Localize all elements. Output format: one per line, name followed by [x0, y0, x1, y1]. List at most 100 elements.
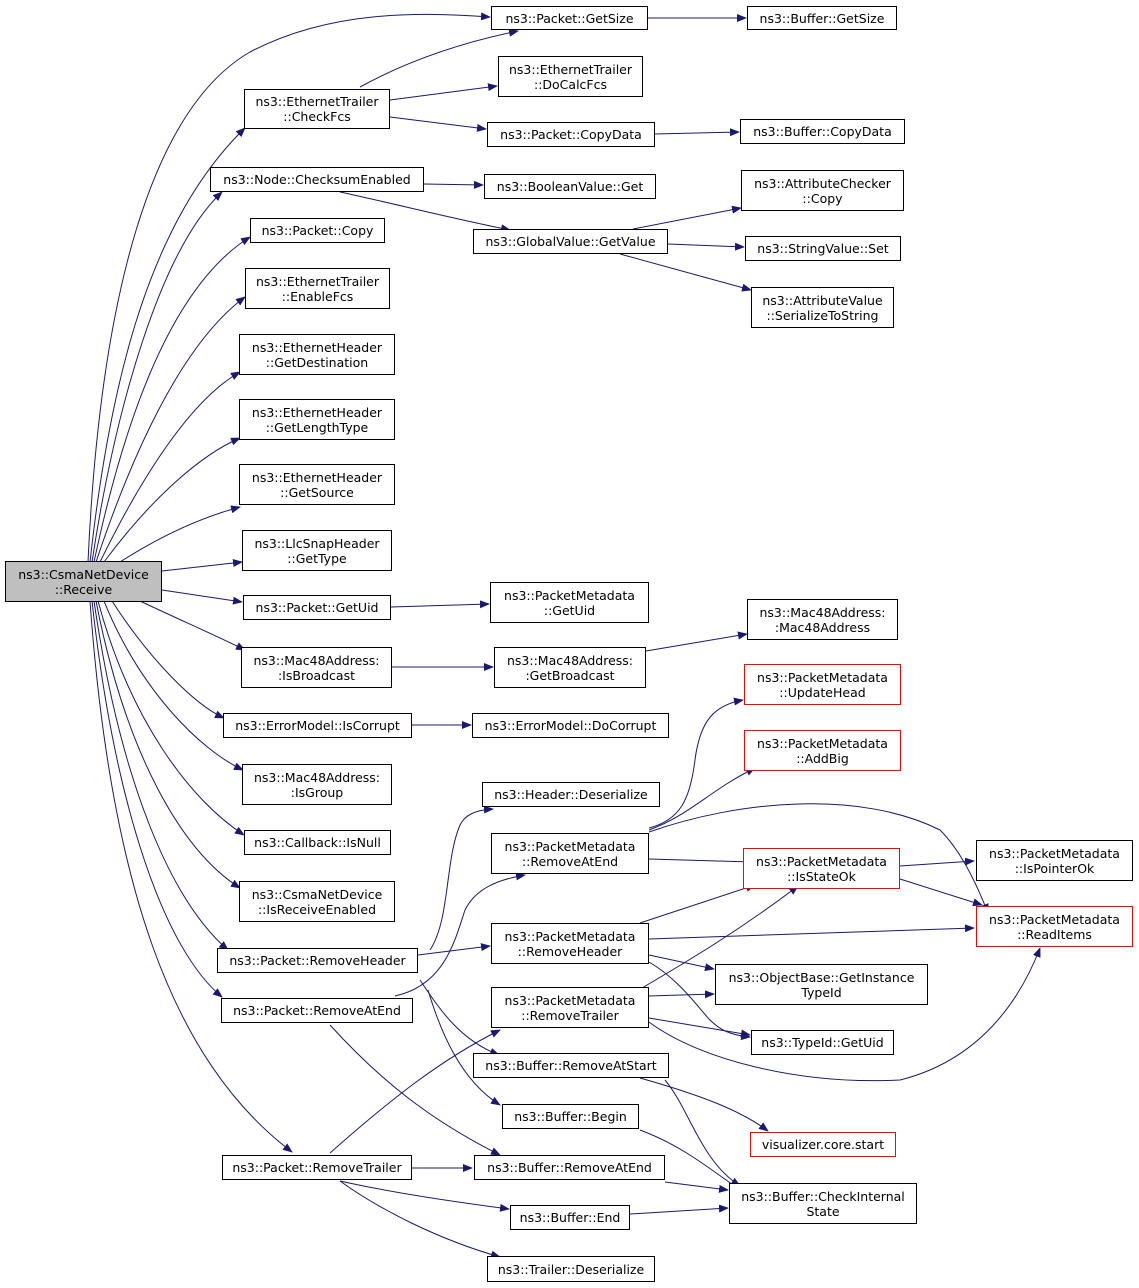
node-packet-getsize[interactable]: ns3::Packet::GetSize	[491, 6, 648, 30]
edge	[339, 191, 511, 233]
node-mac48address-isbroadcast[interactable]: ns3::Mac48Address: :IsBroadcast	[241, 647, 392, 688]
edge	[639, 1129, 741, 1191]
edge	[91, 191, 223, 563]
edge	[89, 127, 246, 563]
node-node-checksumenabled[interactable]: ns3::Node::ChecksumEnabled	[210, 167, 424, 192]
edge	[111, 600, 225, 719]
edge	[97, 600, 245, 836]
node-packetmetadata-removetrailer[interactable]: ns3::PacketMetadata ::RemoveTrailer	[491, 987, 649, 1028]
node-attributechecker-copy[interactable]: ns3::AttributeChecker ::Copy	[741, 170, 904, 211]
node-packetmetadata-isstateok[interactable]: ns3::PacketMetadata ::IsStateOk	[743, 848, 900, 889]
edge	[329, 1024, 501, 1156]
edge	[99, 371, 241, 563]
edge	[119, 505, 241, 563]
edge	[648, 990, 715, 999]
node-header-deserialize[interactable]: ns3::Header::Deserialize	[482, 782, 660, 807]
edge	[645, 631, 748, 652]
edge	[389, 116, 487, 132]
node-packetmetadata-getuid[interactable]: ns3::PacketMetadata ::GetUid	[490, 582, 649, 623]
edge	[93, 600, 229, 951]
edge	[161, 589, 243, 605]
edge	[619, 253, 752, 292]
node-llcsnapheader-gettype[interactable]: ns3::LlcSnapHeader ::GetType	[242, 530, 392, 571]
node-buffer-begin[interactable]: ns3::Buffer::Begin	[502, 1104, 639, 1129]
node-csmanetdevice-isreceiveenabled[interactable]: ns3::CsmaNetDevice ::IsReceiveEnabled	[239, 881, 395, 922]
node-callback-isnull[interactable]: ns3::Callback::IsNull	[244, 830, 391, 855]
edge	[139, 600, 246, 651]
node-visualizer-core-start[interactable]: visualizer.core.start	[750, 1132, 896, 1157]
node-packet-removeheader[interactable]: ns3::Packet::RemoveHeader	[217, 948, 418, 973]
edge	[639, 884, 756, 924]
edge	[389, 83, 498, 101]
node-attributevalue-serializetostring[interactable]: ns3::AttributeValue ::SerializeToString	[751, 287, 894, 328]
edge	[664, 1181, 729, 1193]
node-trailer-deserialize[interactable]: ns3::Trailer::Deserialize	[487, 1256, 655, 1282]
node-errormodel-iscorrupt[interactable]: ns3::ErrorModel::IsCorrupt	[223, 713, 412, 738]
edge	[95, 600, 241, 889]
edge	[87, 12, 491, 563]
edge	[648, 803, 989, 914]
edge	[95, 296, 246, 563]
edge	[648, 924, 975, 940]
node-ethernettrailer-enablefcs[interactable]: ns3::EthernetTrailer ::EnableFcs	[245, 268, 390, 309]
node-buffer-removeatstart[interactable]: ns3::Buffer::RemoveAtStart	[473, 1053, 669, 1078]
node-mac48address-ctor[interactable]: ns3::Mac48Address: :Mac48Address	[747, 599, 898, 640]
node-packetmetadata-ispointerok[interactable]: ns3::PacketMetadata ::IsPointerOk	[976, 840, 1133, 881]
node-globalvalue-getvalue[interactable]: ns3::GlobalValue::GetValue	[473, 229, 668, 254]
edge	[664, 1079, 741, 1187]
node-ethernettrailer-checkfcs[interactable]: ns3::EthernetTrailer ::CheckFcs	[244, 89, 390, 129]
node-ethernettrailer-docalcfcs[interactable]: ns3::EthernetTrailer ::DoCalcFcs	[498, 56, 643, 97]
node-packetmetadata-addbig[interactable]: ns3::PacketMetadata ::AddBig	[744, 730, 901, 771]
edge	[419, 979, 500, 1056]
edge	[654, 128, 740, 137]
node-stringvalue-set[interactable]: ns3::StringValue::Set	[745, 236, 901, 261]
node-ethernetheader-getlengthtype[interactable]: ns3::EthernetHeader ::GetLengthType	[239, 399, 395, 440]
node-errormodel-docorrupt[interactable]: ns3::ErrorModel::DoCorrupt	[472, 713, 669, 738]
edge	[667, 242, 745, 251]
node-ethernetheader-getdestination[interactable]: ns3::EthernetHeader ::GetDestination	[239, 334, 395, 375]
edge	[639, 1077, 769, 1132]
edge	[648, 697, 744, 829]
node-ethernetheader-getsource[interactable]: ns3::EthernetHeader ::GetSource	[239, 464, 395, 505]
node-packet-copydata[interactable]: ns3::Packet::CopyData	[487, 122, 655, 147]
node-mac48address-getbroadcast[interactable]: ns3::Mac48Address: :GetBroadcast	[494, 647, 646, 688]
node-packetmetadata-removeheader[interactable]: ns3::PacketMetadata ::RemoveHeader	[491, 923, 649, 964]
edge	[417, 943, 491, 956]
edge	[91, 600, 223, 998]
edge	[629, 885, 799, 996]
edge	[93, 236, 251, 563]
node-packet-removeatend[interactable]: ns3::Packet::RemoveAtEnd	[221, 998, 413, 1023]
edge	[339, 1180, 501, 1259]
edge	[899, 878, 983, 907]
edge	[648, 767, 756, 831]
edge	[648, 1017, 751, 1038]
node-packetmetadata-updatehead[interactable]: ns3::PacketMetadata ::UpdateHead	[744, 664, 901, 705]
node-typeid-getuid[interactable]: ns3::TypeId::GetUid	[751, 1030, 894, 1055]
node-packetmetadata-removeatend[interactable]: ns3::PacketMetadata ::RemoveAtEnd	[491, 833, 649, 874]
node-packet-getuid[interactable]: ns3::Packet::GetUid	[243, 595, 391, 620]
edge	[429, 805, 494, 951]
node-csmanetdevice-receive[interactable]: ns3::CsmaNetDevice ::Receive	[5, 561, 162, 602]
edge	[648, 947, 1041, 1082]
node-mac48address-isgroup[interactable]: ns3::Mac48Address: :IsGroup	[242, 764, 392, 805]
edge	[161, 559, 243, 572]
node-buffer-getsize[interactable]: ns3::Buffer::GetSize	[747, 6, 897, 30]
node-packet-removetrailer[interactable]: ns3::Packet::RemoveTrailer	[222, 1155, 412, 1180]
edge	[427, 989, 501, 1106]
node-buffer-checkinternalstate[interactable]: ns3::Buffer::CheckInternal State	[729, 1183, 917, 1224]
edge	[648, 961, 751, 1041]
edge	[648, 954, 715, 972]
node-buffer-end[interactable]: ns3::Buffer::End	[510, 1205, 630, 1230]
node-buffer-removeatend[interactable]: ns3::Buffer::RemoveAtEnd	[474, 1155, 665, 1180]
node-packet-copy[interactable]: ns3::Packet::Copy	[250, 218, 385, 243]
node-objectbase-getinstancetypeid[interactable]: ns3::ObjectBase::GetInstance TypeId	[715, 964, 928, 1005]
edge	[89, 600, 293, 1153]
edge	[899, 857, 975, 867]
edge	[103, 600, 244, 771]
node-packetmetadata-readitems[interactable]: ns3::PacketMetadata ::ReadItems	[976, 906, 1133, 947]
node-booleanvalue-get[interactable]: ns3::BooleanValue::Get	[484, 174, 656, 199]
edge	[394, 872, 526, 997]
node-buffer-copydata[interactable]: ns3::Buffer::CopyData	[740, 119, 905, 144]
